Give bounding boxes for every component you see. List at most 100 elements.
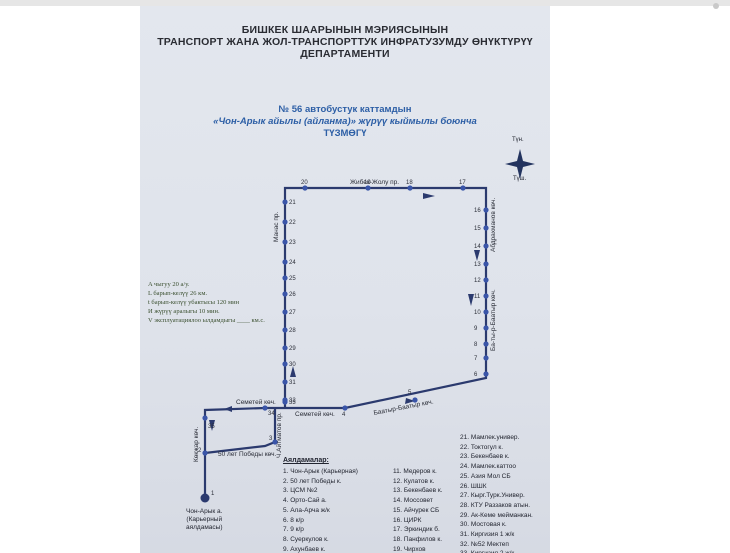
street-label-right-bottom: Ба-ты-р-Баатыр көч. — [490, 289, 497, 351]
stop-marker — [412, 397, 418, 403]
street-label-right-top: Абдрахманов көч. — [489, 198, 497, 252]
stop-number: 17 — [459, 180, 466, 186]
header-line-3: ДЕПАРТАМЕНТИ — [300, 48, 390, 60]
stop-marker — [272, 439, 278, 445]
header-line-2: ТРАНСПОРТ ЖАНА ЖОЛ-ТРАНСПОРТТУК ИНФРАТУЗ… — [157, 36, 533, 48]
stop-marker — [202, 415, 208, 421]
stop-number: 4 — [342, 412, 346, 418]
stop-marker — [342, 405, 348, 411]
stop-list-item: 7. 9 к/р — [283, 526, 304, 534]
top-toolbar-strip — [0, 0, 730, 6]
stop-marker — [202, 450, 208, 456]
stop-list-item: 28. КТУ Раззаков атын. — [460, 501, 531, 509]
legend-line-1: A чыгуу 20 а/у. — [148, 281, 190, 288]
stop-list-item: 33. Киргизия 2 ж/к — [460, 549, 533, 553]
stop-marker — [483, 277, 489, 283]
stop-number: 33 — [289, 400, 296, 406]
stop-list-item: 29. Ак-Кеме мейманкан. — [460, 511, 533, 519]
stop-list-item: 23. Бекенбаев к. — [460, 453, 510, 461]
stop-number: 32 — [289, 398, 296, 404]
stop-number: 3 — [269, 436, 273, 442]
legend-line-5: V эксплуатациялоо ылдамдыгы ____ км.с. — [148, 317, 265, 324]
corner-control-icon[interactable] — [713, 3, 719, 9]
stop-list-item: 30. Мостовая к. — [460, 521, 507, 529]
stop-list-item: 14. Моссовет — [393, 497, 433, 505]
stop-marker — [483, 355, 489, 361]
stop-marker — [302, 185, 308, 191]
stop-marker — [365, 185, 371, 191]
stop-number: 19 — [364, 180, 371, 186]
street-label-kok: Көкжар көч. — [193, 427, 200, 462]
stop-marker — [282, 259, 288, 265]
stops-list-col-2: 11. Медеров к.12. Кулатов к.13. Бекенбае… — [393, 467, 443, 553]
stop-number: 1 — [211, 491, 215, 497]
street-label-left: Манас пр. — [273, 212, 280, 242]
terminal-label-line-1: Чон-Арык а. — [186, 508, 223, 515]
stop-number: 5 — [408, 390, 412, 396]
street-label-aitmatov: Ч.Айтматов пр. — [275, 412, 283, 458]
stop-marker — [483, 341, 489, 347]
stop-list-item: 12. Кулатов к. — [393, 477, 435, 485]
document-sheet: БИШКЕК ШААРЫНЫН МЭРИЯСЫНЫН ТРАНСПОРТ ЖАН… — [140, 6, 550, 553]
stop-number: 20 — [301, 180, 308, 186]
stop-number: 27 — [289, 310, 296, 316]
stop-number: 13 — [474, 262, 481, 268]
stop-list-item: 3. ЦСМ №2 — [283, 487, 318, 495]
stop-list-item: 16. ЦИРК — [393, 516, 422, 524]
legend-line-2: L барып-келүү 26 км. — [148, 290, 208, 297]
stops-list-col-3: 21. Мамлек.универ.22. Токтогул к.23. Бек… — [460, 433, 533, 553]
terminal-label-line-2: (Карьерный — [186, 516, 223, 523]
stop-marker — [483, 243, 489, 249]
stop-number: 12 — [474, 278, 481, 284]
stop-list-item: 15. Айчурек СБ — [393, 506, 440, 514]
stop-list-item: 8. Суеркулов к. — [283, 535, 329, 543]
stop-list-item: 4. Орто-Сай а. — [283, 497, 327, 505]
stop-number: 22 — [289, 220, 296, 226]
title-line-1: № 56 автобустук каттамдын — [278, 104, 412, 115]
stop-marker — [262, 405, 268, 411]
stop-list-item: 26. ШШК — [460, 482, 487, 490]
terminal-label-line-3: аялдамасы) — [186, 524, 223, 531]
street-label-top: Жибек-Жолу пр. — [350, 178, 399, 186]
stop-list-item: 18. Панфилов к. — [393, 535, 443, 543]
compass-south-label: Түш. — [513, 176, 527, 182]
stops-top-row: 20 19 18 17 — [301, 180, 466, 191]
stop-marker — [483, 207, 489, 213]
compass-star-icon — [505, 149, 535, 179]
stop-marker — [460, 185, 466, 191]
stop-number: 9 — [474, 326, 478, 332]
stop-number: 10 — [474, 310, 481, 316]
stop-number: 11 — [474, 294, 481, 300]
street-label-semetey-left: Семетей көч. — [236, 398, 276, 406]
stop-list-item: 19. Чирхов — [393, 545, 426, 553]
stop-marker — [483, 293, 489, 299]
stop-number: 24 — [289, 260, 296, 266]
stop-number: 21 — [289, 200, 296, 206]
stop-list-item: 9. Ахунбаев к. — [283, 545, 326, 553]
stop-marker — [282, 199, 288, 205]
stop-number: 18 — [406, 180, 413, 186]
stop-marker — [282, 345, 288, 351]
stop-marker — [282, 309, 288, 315]
stop-number: 31 — [289, 380, 296, 386]
stop-marker — [282, 379, 288, 385]
stop-list-item: 31. Киргизия 1 ж/к — [460, 531, 515, 539]
stop-list-item: 22. Токтогул к. — [460, 443, 504, 451]
legend-line-4: И жүрүү аралыгы 10 мин. — [148, 308, 220, 315]
stop-number: 28 — [289, 328, 296, 334]
stop-marker — [483, 371, 489, 377]
stop-number: 29 — [289, 346, 296, 352]
header-line-1: БИШКЕК ШААРЫНЫН МЭРИЯСЫНЫН — [241, 24, 449, 36]
street-label-semetey-right: Семетей көч. — [295, 410, 335, 418]
direction-arrows — [209, 193, 480, 431]
stop-list-item: 11. Медеров к. — [393, 468, 437, 475]
street-label-victory: 50 лет Победы көч. — [218, 450, 277, 458]
stop-list-item: 24. Мамлек.каттоо — [460, 463, 517, 471]
stop-marker — [407, 185, 413, 191]
stop-marker — [483, 261, 489, 267]
stop-number: 16 — [474, 208, 481, 214]
stop-number: 35 — [208, 424, 215, 430]
